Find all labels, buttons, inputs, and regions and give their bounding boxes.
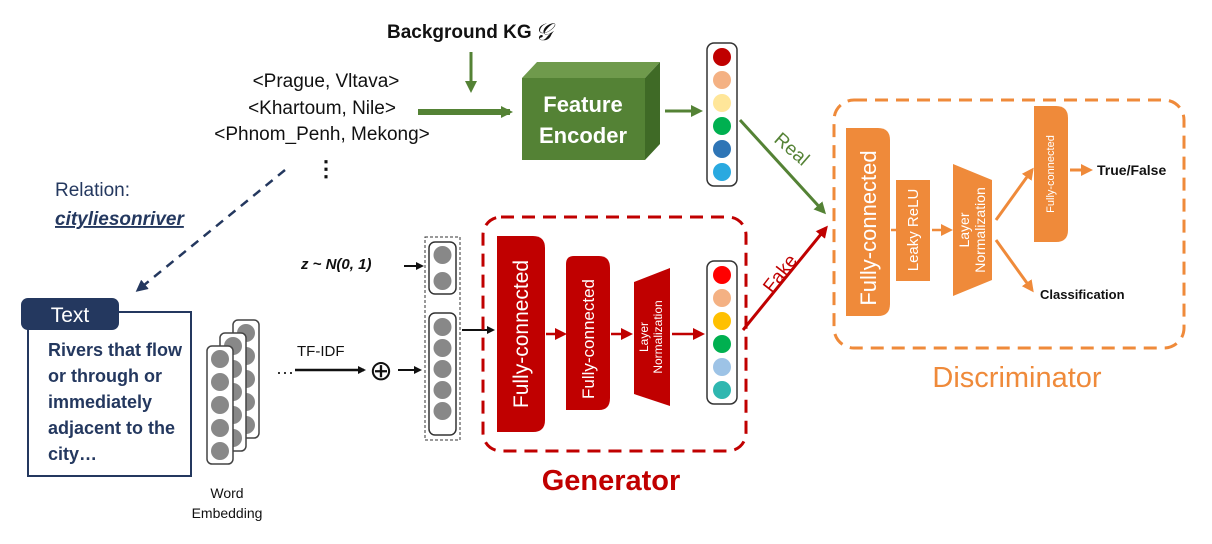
text-box-header: Text — [51, 304, 90, 327]
tfidf-vector-cell — [433, 339, 452, 357]
embedding-cell — [211, 442, 229, 460]
text-line-3: immediately — [48, 392, 152, 412]
relation-label: Relation: — [55, 180, 130, 201]
disc-ln-line2: Normalization — [972, 187, 988, 273]
discriminator-title: Discriminator — [932, 362, 1102, 394]
disc-ln-to-fc-arrow — [994, 167, 1034, 221]
tfidf-vector — [428, 312, 457, 436]
fake-vector-cell — [713, 381, 731, 399]
fake-vector-cell — [713, 266, 731, 284]
fake-label: Fake — [759, 251, 802, 297]
generator-ln-line1: Layer — [637, 322, 651, 352]
feature-encoder: Feature Encoder — [522, 62, 660, 160]
real-feature-vector — [706, 42, 738, 187]
tfidf-vector-cell — [433, 318, 452, 336]
triple-3: <Phnom_Penh, Mekong> — [214, 124, 430, 145]
disc-ln-to-class-arrow — [994, 239, 1034, 293]
fake-arrow — [741, 225, 828, 331]
real-vector-cell — [713, 163, 731, 181]
triple-2: <Khartoum, Nile> — [248, 98, 396, 119]
noise-vector — [428, 241, 457, 295]
tfidf-label: TF-IDF — [297, 343, 344, 360]
text-line-2: or through or — [48, 366, 162, 386]
discriminator-box: Fully-connected Leaky ReLU Layer Normali… — [832, 98, 1186, 350]
text-line-1: Rivers that flow — [48, 340, 183, 360]
embedding-cell — [211, 396, 229, 414]
background-kg-label: Background KG — [387, 22, 532, 43]
embedding-cell — [211, 350, 229, 368]
text-line-4: adjacent to the — [48, 418, 175, 438]
output-true-false: True/False — [1097, 162, 1166, 178]
tfidf-vector-cell — [433, 402, 452, 420]
word-embedding-line2: Embedding — [192, 505, 263, 521]
concat-symbol: ⊕ — [369, 355, 392, 386]
generator-box: Fully-connected Fully-connected Layer No… — [481, 215, 748, 453]
real-arrow — [738, 118, 827, 215]
disc-fc-small: Fully-connected — [1045, 135, 1057, 213]
text-line-5: city… — [48, 444, 97, 464]
relation-value: cityliesonriver — [55, 209, 185, 230]
tfidf-vector-cell — [433, 381, 452, 399]
real-vector-cell — [713, 117, 731, 135]
generator-fc-1: Fully-connected — [510, 260, 533, 408]
word-embedding-stack — [206, 319, 260, 465]
generator-ln-line2: Normalization — [651, 300, 665, 373]
text-box: Text Rivers that flow or through or imme… — [21, 298, 192, 477]
embedding-cell — [211, 419, 229, 437]
triple-1: <Prague, Vltava> — [253, 71, 400, 92]
fake-vector-cell — [713, 358, 731, 376]
noise-vector-cell — [433, 246, 452, 264]
output-classification: Classification — [1040, 287, 1125, 302]
disc-ln-line1: Layer — [956, 212, 972, 247]
disc-fc: Fully-connected — [856, 150, 881, 305]
generator-fc-2: Fully-connected — [579, 279, 598, 399]
fake-vector-cell — [713, 289, 731, 307]
triples-ellipsis: ⋮ — [315, 156, 337, 181]
noise-label: z ~ N(0, 1) — [300, 256, 371, 273]
fake-vector-cell — [713, 335, 731, 353]
real-label: Real — [770, 129, 813, 170]
real-vector-cell — [713, 94, 731, 112]
relation-dashed-arrow — [135, 169, 286, 292]
feature-encoder-line2: Encoder — [539, 123, 627, 148]
generator-title: Generator — [542, 465, 681, 497]
tfidf-vector-cell — [433, 360, 452, 378]
word-embedding-line1: Word — [210, 485, 243, 501]
real-vector-cell — [713, 140, 731, 158]
real-vector-cell — [713, 71, 731, 89]
disc-leaky: Leaky ReLU — [905, 189, 922, 272]
noise-vector-cell — [433, 272, 452, 290]
fake-feature-vector — [706, 260, 738, 405]
embedding-cell — [211, 373, 229, 391]
embedding-ellipsis: ··· — [276, 362, 294, 382]
input-vector-outline — [424, 236, 461, 441]
feature-encoder-line1: Feature — [543, 92, 622, 117]
kg-symbol: 𝒢 — [535, 19, 556, 46]
real-vector-cell — [713, 48, 731, 66]
fake-vector-cell — [713, 312, 731, 330]
